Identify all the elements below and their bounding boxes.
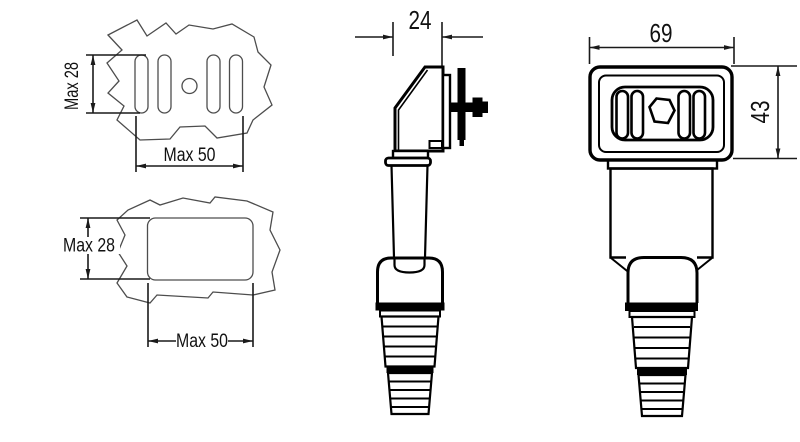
mounting-slots bbox=[134, 54, 244, 114]
slot bbox=[157, 54, 172, 114]
arrowhead bbox=[243, 338, 253, 344]
barb-ribs bbox=[640, 382, 684, 410]
extension-line bbox=[392, 22, 443, 67]
front-slots bbox=[615, 89, 707, 140]
dim-top-cutout-width: Max 50 bbox=[135, 116, 244, 172]
barb-ribs bbox=[383, 325, 437, 358]
arrowhead bbox=[775, 66, 781, 76]
dim-bottom-cutout-height: Max 28 bbox=[58, 217, 150, 280]
slot bbox=[134, 54, 149, 114]
extension-line bbox=[86, 54, 146, 114]
arrowhead bbox=[85, 269, 91, 279]
cutout-rect bbox=[146, 217, 254, 281]
dim-side-depth: 24 bbox=[355, 5, 483, 67]
face-inner-frame bbox=[598, 74, 725, 153]
slot bbox=[615, 89, 630, 140]
hose-barb-upper bbox=[630, 315, 694, 370]
extension-line bbox=[588, 37, 735, 64]
hose-barb-upper bbox=[380, 315, 440, 368]
barb-band bbox=[637, 367, 687, 375]
extension-line bbox=[80, 217, 150, 280]
dim-label: 69 bbox=[650, 18, 673, 48]
mounting-plate bbox=[441, 73, 452, 150]
barb-ribs bbox=[389, 380, 431, 408]
extension-line bbox=[731, 65, 797, 160]
view-rect-cutout-template: Max 28 Max 50 bbox=[58, 196, 281, 352]
view-front: 69 43 bbox=[588, 18, 797, 418]
barb-band bbox=[386, 366, 434, 373]
dim-label: 24 bbox=[409, 5, 432, 35]
dim-label: 43 bbox=[745, 101, 775, 124]
extension-line bbox=[147, 283, 254, 347]
label-mask bbox=[176, 332, 228, 349]
pipe-end bbox=[393, 258, 426, 274]
label-mask bbox=[58, 237, 120, 254]
seal-band bbox=[625, 302, 698, 311]
dim-label: Max 50 bbox=[176, 331, 228, 352]
dim-front-width: 69 bbox=[588, 18, 735, 64]
seal-band bbox=[375, 302, 445, 311]
arrowhead bbox=[90, 103, 96, 113]
hose-barb-lower bbox=[386, 371, 434, 416]
hose-collar bbox=[376, 256, 444, 303]
center-hole bbox=[181, 77, 198, 95]
wall-outline bbox=[106, 19, 273, 141]
dim-label: Max 28 bbox=[62, 62, 83, 110]
arrowhead bbox=[148, 338, 158, 344]
slot bbox=[630, 89, 645, 140]
dim-top-cutout-height: Max 28 bbox=[62, 54, 146, 114]
view-side: 24 bbox=[355, 5, 488, 416]
panel-outline bbox=[116, 196, 281, 304]
bolt-shaft bbox=[450, 102, 473, 112]
dim-label: Max 28 bbox=[63, 236, 115, 257]
slot bbox=[228, 54, 244, 114]
arrowhead bbox=[724, 45, 734, 50]
slot bbox=[206, 54, 221, 114]
cover-side-profile bbox=[393, 65, 445, 153]
dim-label: Max 50 bbox=[164, 145, 216, 166]
plate-foot bbox=[428, 140, 443, 149]
neck-collar bbox=[384, 156, 432, 167]
bolt-head bbox=[472, 97, 483, 117]
view-slotted-cutout-template: Max 28 Max 50 bbox=[62, 19, 273, 172]
slot-panel bbox=[610, 85, 715, 142]
arrowhead bbox=[589, 45, 600, 50]
arrowhead bbox=[136, 163, 146, 169]
arrowhead bbox=[233, 163, 243, 169]
extension-line bbox=[135, 116, 244, 172]
dome bbox=[626, 256, 699, 303]
dim-bottom-cutout-width: Max 50 bbox=[147, 283, 254, 352]
arrowhead bbox=[775, 148, 781, 159]
clamp-bar-tip bbox=[459, 140, 464, 146]
cover-inner-edge bbox=[397, 69, 429, 150]
arrowhead bbox=[383, 34, 393, 40]
bolt-head-tip bbox=[482, 101, 488, 113]
outlet-pipe bbox=[390, 165, 429, 258]
hex-plug bbox=[648, 97, 676, 125]
slot bbox=[692, 89, 707, 140]
arrowhead bbox=[90, 55, 96, 65]
hose-barb-lower bbox=[637, 373, 687, 418]
arrowhead bbox=[442, 34, 452, 40]
barb-ribs bbox=[634, 326, 690, 360]
arrowhead bbox=[85, 218, 91, 228]
funnel-body bbox=[609, 167, 714, 259]
slot bbox=[677, 89, 692, 140]
dim-front-height: 43 bbox=[731, 65, 797, 160]
